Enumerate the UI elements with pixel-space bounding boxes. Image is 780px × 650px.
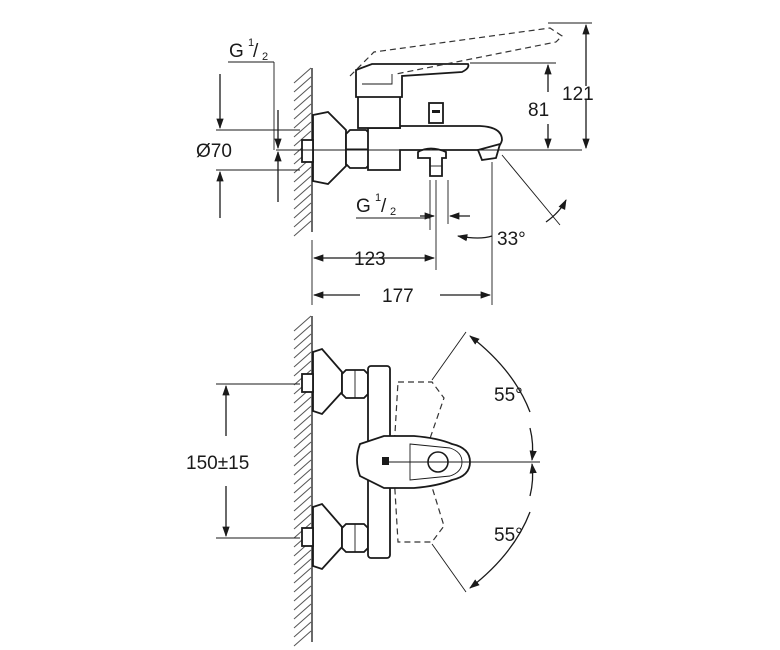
thread-label-bottom-num: 1 [375, 192, 381, 204]
thread-label-bottom: G [356, 196, 371, 217]
cartridge-housing [357, 95, 401, 129]
dim-81: 81 [528, 100, 549, 121]
shower-outlet [417, 147, 447, 177]
pipe-lower [301, 527, 314, 547]
dim-angle-33: 33° [497, 229, 526, 250]
angle-bottom-55: 55° [494, 525, 523, 546]
flange-lower [312, 502, 343, 571]
svg-text:/: / [253, 41, 259, 62]
wall-side [293, 67, 313, 237]
angle-top-55: 55° [494, 385, 523, 406]
lever-ghost-down [393, 473, 445, 543]
wall-flange [312, 111, 347, 185]
dim-177: 177 [382, 286, 414, 307]
lever-open-ghost [349, 27, 563, 77]
side-view: G 1 / 2 G 1 / 2 Ø70 121 81 123 177 33° [196, 22, 594, 307]
wall-front [293, 315, 313, 647]
pipe-upper [301, 373, 314, 393]
lever-handle [355, 63, 470, 98]
dim-123: 123 [354, 249, 386, 270]
front-view: 150±15 55° 55° [186, 315, 540, 647]
thread-label-bottom-den: 2 [390, 206, 396, 218]
inlet-pipe [301, 139, 314, 163]
dim-diameter: Ø70 [196, 141, 232, 162]
flange-upper [312, 347, 343, 416]
svg-text:/: / [381, 196, 387, 217]
thread-label-top-num: 1 [248, 37, 254, 49]
dim-121: 121 [562, 84, 594, 105]
spout-outlet [476, 142, 502, 161]
thread-label-top-den: 2 [262, 51, 268, 63]
thread-label-top: G [229, 41, 244, 62]
dim-150: 150±15 [186, 453, 249, 474]
indicator-mark [382, 457, 389, 465]
